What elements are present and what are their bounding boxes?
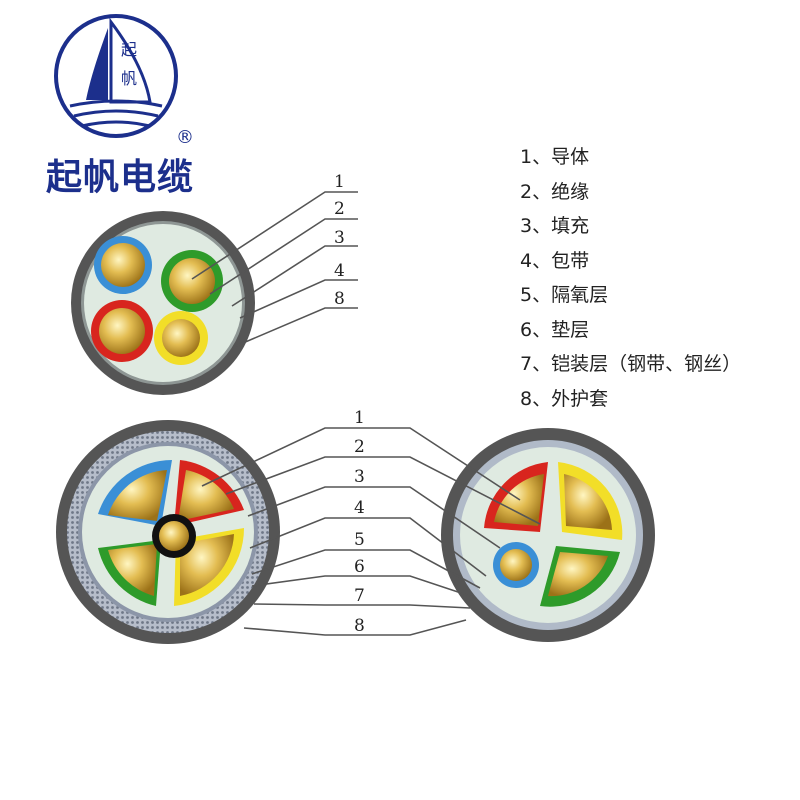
registered-mark: ® [176,127,194,148]
cable-bottom-right [441,428,655,642]
conductor [99,308,145,354]
callout-lines-bottom-right [395,427,541,636]
callout-number: 8 [354,616,365,636]
conductor [548,552,608,597]
callout-numbers-bottom: 1 2 3 4 5 6 7 8 [354,408,365,636]
conductor [108,544,157,596]
brand-name: 起帆电缆 [46,157,195,198]
wave-icon [81,120,151,128]
conductor [108,470,167,521]
callout-number: 2 [354,437,365,457]
callout-number: 3 [354,467,365,487]
callout-lines-top [191,191,358,347]
conductor [178,470,234,521]
callout-number: 8 [334,289,345,309]
callout-number: 4 [334,261,345,281]
conductor [159,521,189,551]
conductor [564,474,612,530]
wave-icon [73,109,159,118]
callout-number: 6 [354,557,365,577]
callout-lines-bottom-left [201,427,395,636]
legend-item: 3、填充 [520,215,590,237]
callout-number: 1 [354,408,365,428]
conductor [101,243,145,287]
legend-item: 2、绝缘 [520,180,590,203]
legend-list: 1、导体 2、绝缘 3、填充 4、包带 5、隔氧层 6、垫层 7、铠装层（钢带、… [520,142,741,418]
wave-icon [69,99,163,108]
logo-text-top: 起 [121,40,137,59]
logo-text-bottom: 帆 [121,69,137,88]
legend-item: 8、外护套 [520,387,609,410]
callout-number: 7 [354,586,365,606]
callout-number: 4 [354,498,365,518]
logo-ring [54,14,178,138]
conductor [162,319,200,357]
sail-shadow-icon [86,28,108,100]
conductor [500,549,532,581]
legend-item: 1、导体 [520,146,590,168]
callout-numbers-top: 1 2 3 4 8 [334,172,345,309]
legend-item: 5、隔氧层 [520,284,609,306]
brand-logo: 起 帆 ® [54,14,194,148]
callout-number: 5 [354,530,365,550]
conductor [180,534,234,596]
callout-number: 3 [334,228,345,248]
cable-bottom-left [56,420,280,644]
legend-item: 6、垫层 [520,318,590,341]
legend-item: 4、包带 [520,249,590,272]
conductor [169,258,215,304]
cable-top [71,211,255,395]
callout-number: 1 [334,172,345,192]
callout-number: 2 [334,199,345,219]
legend-item: 7、铠装层（钢带、钢丝） [520,353,742,375]
sail-icon [109,17,152,104]
